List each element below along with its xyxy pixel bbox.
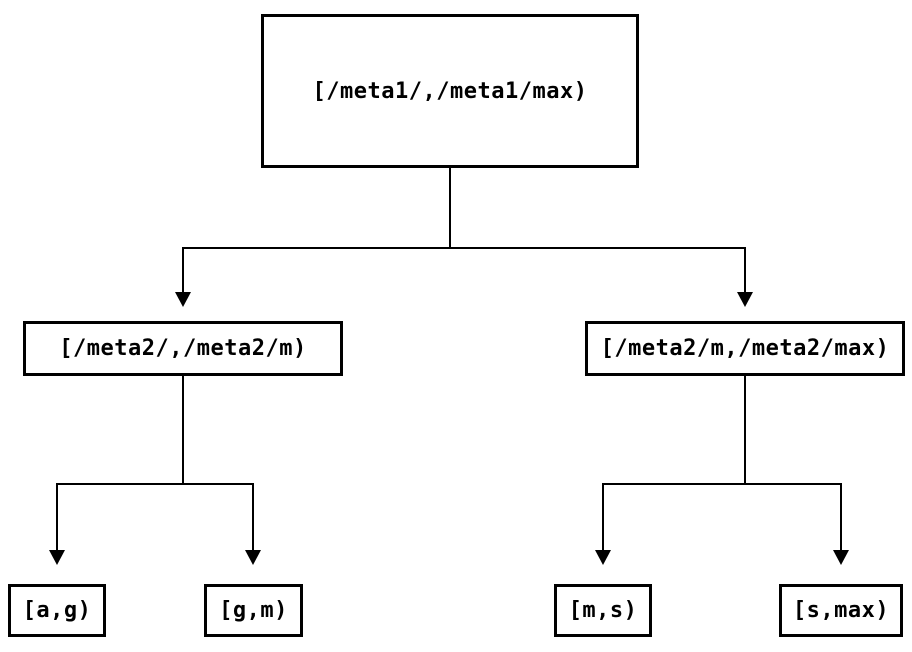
node-leaf-g-m-label: [g,m) xyxy=(219,598,288,623)
node-meta2-left-label: [/meta2/,/meta2/m) xyxy=(59,336,307,361)
connector-right-leaves-crossbar-line xyxy=(602,483,842,485)
arrow-down-icon xyxy=(833,550,849,565)
node-meta2-right-label: [/meta2/m,/meta2/max) xyxy=(600,336,890,361)
arrow-down-icon xyxy=(175,292,191,307)
connector-to-meta2-left-line xyxy=(182,247,184,292)
connector-to-leaf-a-g-line xyxy=(56,483,58,550)
node-leaf-s-max-label: [s,max) xyxy=(792,598,890,623)
connector-to-leaf-m-s-line xyxy=(602,483,604,550)
connector-level2-crossbar-line xyxy=(182,247,746,249)
connector-left-leaves-crossbar-line xyxy=(56,483,254,485)
connector-root-stem-line xyxy=(449,168,451,249)
arrow-down-icon xyxy=(595,550,611,565)
node-leaf-s-max: [s,max) xyxy=(779,584,903,637)
arrow-down-icon xyxy=(245,550,261,565)
node-root-label: [/meta1/,/meta1/max) xyxy=(312,78,588,104)
node-leaf-m-s: [m,s) xyxy=(554,584,652,637)
node-leaf-g-m: [g,m) xyxy=(204,584,303,637)
node-meta2-right: [/meta2/m,/meta2/max) xyxy=(585,321,905,376)
node-leaf-a-g-label: [a,g) xyxy=(22,598,92,623)
node-root-meta1: [/meta1/,/meta1/max) xyxy=(261,14,639,168)
connector-to-leaf-g-m-line xyxy=(252,483,254,550)
arrow-down-icon xyxy=(49,550,65,565)
connector-meta2-right-stem-line xyxy=(744,376,746,483)
node-leaf-a-g: [a,g) xyxy=(8,584,106,637)
node-meta2-left: [/meta2/,/meta2/m) xyxy=(23,321,343,376)
connector-to-leaf-s-max-line xyxy=(840,483,842,550)
arrow-down-icon xyxy=(737,292,753,307)
node-leaf-m-s-label: [m,s) xyxy=(568,598,638,623)
connector-meta2-left-stem-line xyxy=(182,376,184,483)
connector-to-meta2-right-line xyxy=(744,247,746,292)
